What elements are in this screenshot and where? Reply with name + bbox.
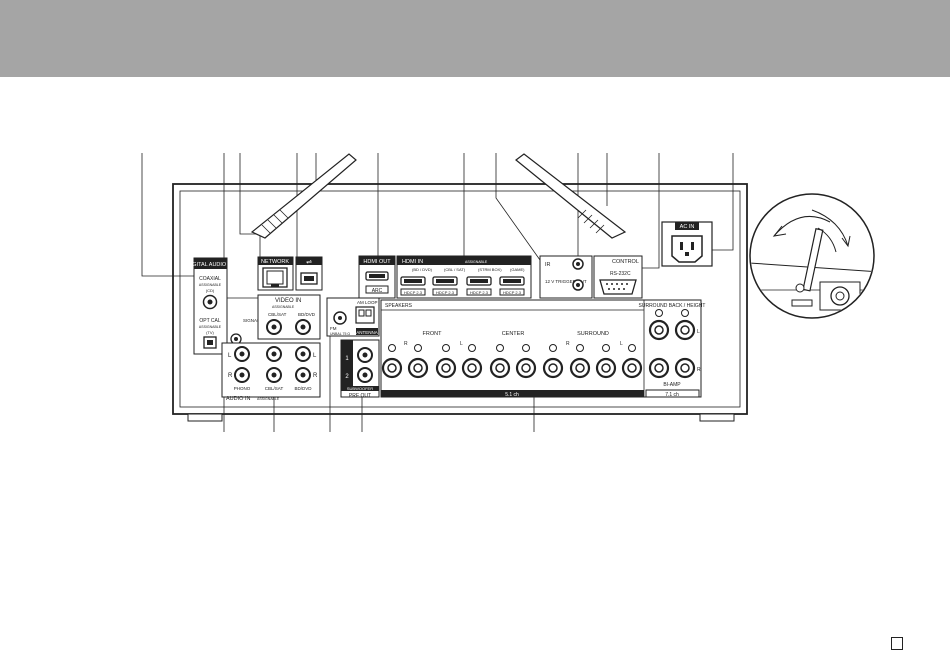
hdmi-in2-label: (CBL / SAT) xyxy=(444,267,466,272)
hdmi-in-label: HDMI IN xyxy=(402,259,423,265)
inset-antenna-rod xyxy=(802,228,824,292)
usb-icon: ⇌ xyxy=(306,259,312,266)
phono-label: PHONO xyxy=(234,386,251,391)
antenna-detail-inset xyxy=(749,193,875,319)
chassis-inner xyxy=(179,190,741,408)
hdmi-out-arc-label: ARC xyxy=(372,288,383,294)
antenna-right xyxy=(515,153,627,239)
coaxial-label: COAXIAL xyxy=(199,276,221,282)
network-label: NETWORK xyxy=(261,259,289,265)
opt-cal-label: OPT CAL xyxy=(199,318,221,324)
signal-gnd-label: SIGNAL GND xyxy=(243,318,271,323)
opt-tv-label: (TV) xyxy=(206,330,214,335)
unbal-label: UNBAL 75 Ω xyxy=(330,332,350,336)
rs232c-port[interactable] xyxy=(599,279,637,295)
ac-inlet[interactable] xyxy=(671,235,703,263)
hdmi-in3-label: (STRM BOX) xyxy=(478,267,502,272)
sub-2-label: 2 xyxy=(345,374,349,380)
page-indicator-box xyxy=(891,637,903,650)
rs232c-label: RS-232C xyxy=(610,271,631,277)
ac-in-label: AC IN xyxy=(680,224,695,230)
sub-1-label: 1 xyxy=(345,356,349,362)
coaxial-assignable-label: ASSIGNABLE xyxy=(199,283,222,287)
surround-label: SURROUND xyxy=(577,331,609,337)
antenna-left xyxy=(250,153,357,239)
hdcp-label-1: HDCP 2.3 xyxy=(404,290,423,295)
am-loop-label: AM LOOP xyxy=(357,300,378,305)
front-label: FRONT xyxy=(423,331,443,337)
sbh-r-label: R xyxy=(697,367,701,373)
video-in-jack-cbl[interactable] xyxy=(266,319,282,335)
control-box xyxy=(593,255,643,299)
audio-in-jacks-cbl[interactable] xyxy=(266,346,282,383)
hdcp-label-4: HDCP 2.3 xyxy=(503,290,522,295)
audio-cbl-sat-label: CBL/SAT xyxy=(265,386,284,391)
ch51-label: 5.1 ch xyxy=(505,392,519,398)
hdmi-in-ports[interactable] xyxy=(400,276,525,286)
subwoofer-label: SUBWOOFER xyxy=(347,386,373,391)
front-l-label: L xyxy=(460,341,463,347)
sbh-l-label: L xyxy=(697,329,700,335)
speaker-terminals[interactable] xyxy=(381,357,643,379)
hdcp-label-2: HDCP 2.3 xyxy=(436,290,455,295)
video-bd-dvd-label: BD/DVD xyxy=(298,312,316,317)
audio-in-r-label: R xyxy=(228,373,233,379)
ch71-label: 7.1 ch xyxy=(665,392,679,398)
hdmi-in-assignable-label: ASSIGNABLE xyxy=(465,260,488,264)
subwoofer-jacks[interactable] xyxy=(357,347,373,383)
front-r-label: R xyxy=(404,341,408,347)
callout-lines-bottom xyxy=(223,320,535,432)
opt-assignable-label: ASSIGNABLE xyxy=(199,325,222,329)
video-in-assignable-label: ASSIGNABLE xyxy=(272,305,295,309)
audio-in-r-label-right: R xyxy=(313,373,318,379)
speakers-label: SPEAKERS xyxy=(385,303,413,309)
audio-in-label: AUDIO IN xyxy=(226,396,250,402)
digital-audio-in-label: DIGITAL AUDIO IN xyxy=(187,262,233,268)
video-in-label: VIDEO IN xyxy=(275,298,301,304)
hdmi-out-label: HDMI OUT xyxy=(363,259,391,265)
surround-r-label: R xyxy=(566,341,570,347)
surround-back-terminals[interactable] xyxy=(648,319,696,379)
hdmi-in1-label: (BD / DVD) xyxy=(412,267,433,272)
pre-out-label: PRE OUT xyxy=(349,393,371,399)
ir-label: IR xyxy=(545,262,551,268)
hdcp-tags xyxy=(400,288,525,296)
audio-in-l-label: L xyxy=(228,353,232,359)
hdmi-in4-label: (GAME) xyxy=(510,267,525,272)
control-label: CONTROL xyxy=(612,259,639,265)
audio-in-l-label-right: L xyxy=(313,353,317,359)
fm-label: FM xyxy=(330,326,337,331)
surround-back-height-label: SURROUND BACK / HEIGHT xyxy=(639,303,706,309)
video-in-jack-bd[interactable] xyxy=(295,319,311,335)
hdcp-label-3: HDCP 2.3 xyxy=(470,290,489,295)
speakers-box xyxy=(380,299,702,398)
surround-l-label: L xyxy=(620,341,623,347)
trigger-label: 12 V TRIGGER OUT xyxy=(545,279,587,284)
center-label: CENTER xyxy=(502,331,525,337)
header-band xyxy=(0,0,950,77)
video-cbl-sat-label: CBL/SAT xyxy=(268,312,287,317)
phono-jacks[interactable] xyxy=(234,346,250,383)
foot-right xyxy=(699,413,735,422)
foot-left xyxy=(187,413,223,422)
audio-in-assignable-label: ASSIGNABLE xyxy=(257,397,280,401)
audio-in-jacks-bd[interactable] xyxy=(295,346,311,383)
sbh-polarity-marks xyxy=(655,309,689,317)
coaxial-cd-label: (CD) xyxy=(206,288,215,293)
antenna-label: ANTENNA xyxy=(356,330,378,335)
audio-bd-dvd-label: BD/DVD xyxy=(294,386,312,391)
bi-amp-label: BI-AMP xyxy=(663,382,681,388)
speaker-polarity-marks xyxy=(388,344,636,352)
